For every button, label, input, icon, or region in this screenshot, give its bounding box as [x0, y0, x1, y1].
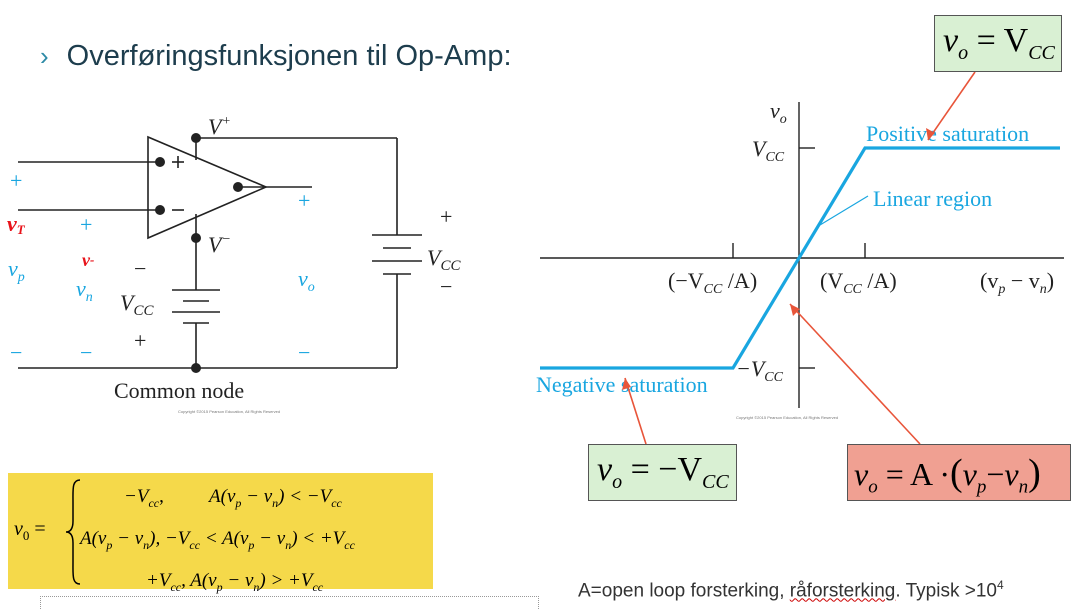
- callout-positive: vo = VCC: [934, 15, 1062, 72]
- node-dot: [233, 182, 243, 192]
- arrowhead: [790, 304, 800, 316]
- common-node-label: Common node: [114, 378, 244, 403]
- arrow-heads: [622, 128, 935, 390]
- neg-vcc-axis-label: −VCC: [736, 356, 784, 385]
- y-axis-label: vo: [770, 98, 787, 127]
- minus-vo: −: [298, 340, 310, 365]
- x-tick-right-label: (VCC /A): [820, 268, 897, 297]
- handwritten-vt: vT: [7, 211, 26, 237]
- handwritten-vn: v-: [82, 250, 94, 270]
- callout-linear: vo = A ·(vp−vn): [847, 444, 1071, 501]
- formula-row-2: A(vp − vn), −Vcc < A(vp − vn) < +Vcc: [80, 527, 355, 552]
- arrow-to-linear: [789, 303, 921, 445]
- negative-saturation-label: Negative saturation: [536, 372, 708, 397]
- arrowhead: [622, 378, 631, 390]
- formula-lhs: v0 =: [14, 518, 46, 543]
- plus-vp: +: [10, 168, 22, 193]
- piecewise-formula: v0 = −Vcc, A(vp − vn) < −Vcc A(vp − vn),…: [8, 473, 433, 593]
- vcc-right-label: VCC: [427, 245, 461, 274]
- vplus-label: V+: [208, 114, 231, 139]
- x-tick-left-label: (−VCC /A): [668, 268, 757, 297]
- plus-left-batt: +: [134, 328, 146, 353]
- linear-region-leader: [819, 195, 869, 226]
- vcc-left-label: VCC: [120, 290, 154, 319]
- transfer-curve: [540, 146, 1060, 370]
- arrow-to-negative: [624, 377, 647, 445]
- positive-saturation-label: Positive saturation: [866, 121, 1029, 146]
- graph-copyright: Copyright ©2015 Pearson Education, All R…: [736, 415, 838, 420]
- minus-right-batt: −: [440, 274, 452, 299]
- formula-cases: −Vcc, A(vp − vn) < −Vcc A(vp − vn), −Vcc…: [80, 479, 355, 604]
- minus-vp: −: [10, 340, 22, 365]
- minus-left-batt: −: [134, 256, 146, 281]
- node-dot: [191, 363, 201, 373]
- op-amp-triangle: [147, 135, 269, 240]
- linear-region-label: Linear region: [873, 186, 992, 211]
- vo-label: vo: [298, 266, 315, 295]
- arrow-to-positive: [927, 71, 976, 141]
- slide-title: › Overføringsfunksjonen til Op-Amp:: [40, 40, 512, 73]
- op-amp-circuit: [18, 135, 422, 369]
- vp-label: vp: [8, 256, 25, 285]
- vcc-axis-label: VCC: [752, 136, 785, 165]
- x-axis-label: (vp − vn): [980, 268, 1054, 297]
- formula-row-3: +Vcc, A(vp − vn) > +Vcc: [146, 569, 324, 594]
- footer-note: A=open loop forsterking, råforsterking. …: [578, 578, 1004, 602]
- circuit-dots: [155, 133, 243, 373]
- vminus-label: V−: [208, 232, 231, 257]
- placeholder-box: [40, 596, 539, 609]
- node-dot: [155, 157, 165, 167]
- minus-vn: −: [80, 340, 92, 365]
- node-dot: [191, 233, 201, 243]
- plus-right-batt: +: [440, 204, 452, 229]
- callout-arrows: [624, 71, 976, 445]
- node-dot: [191, 133, 201, 143]
- bullet-icon: ›: [40, 41, 49, 71]
- plus-vn: +: [80, 212, 92, 237]
- title-text: Overføringsfunksjonen til Op-Amp:: [66, 40, 512, 72]
- plus-vo: +: [298, 188, 310, 213]
- node-dot: [155, 205, 165, 215]
- callout-negative: vo = −VCC: [588, 444, 737, 501]
- circuit-copyright: Copyright ©2015 Pearson Education, All R…: [178, 409, 280, 414]
- brace-icon: [65, 479, 81, 585]
- formula-row-1: −Vcc, A(vp − vn) < −Vcc: [124, 486, 342, 510]
- arrowhead: [926, 128, 935, 140]
- vn-label: vn: [76, 276, 93, 305]
